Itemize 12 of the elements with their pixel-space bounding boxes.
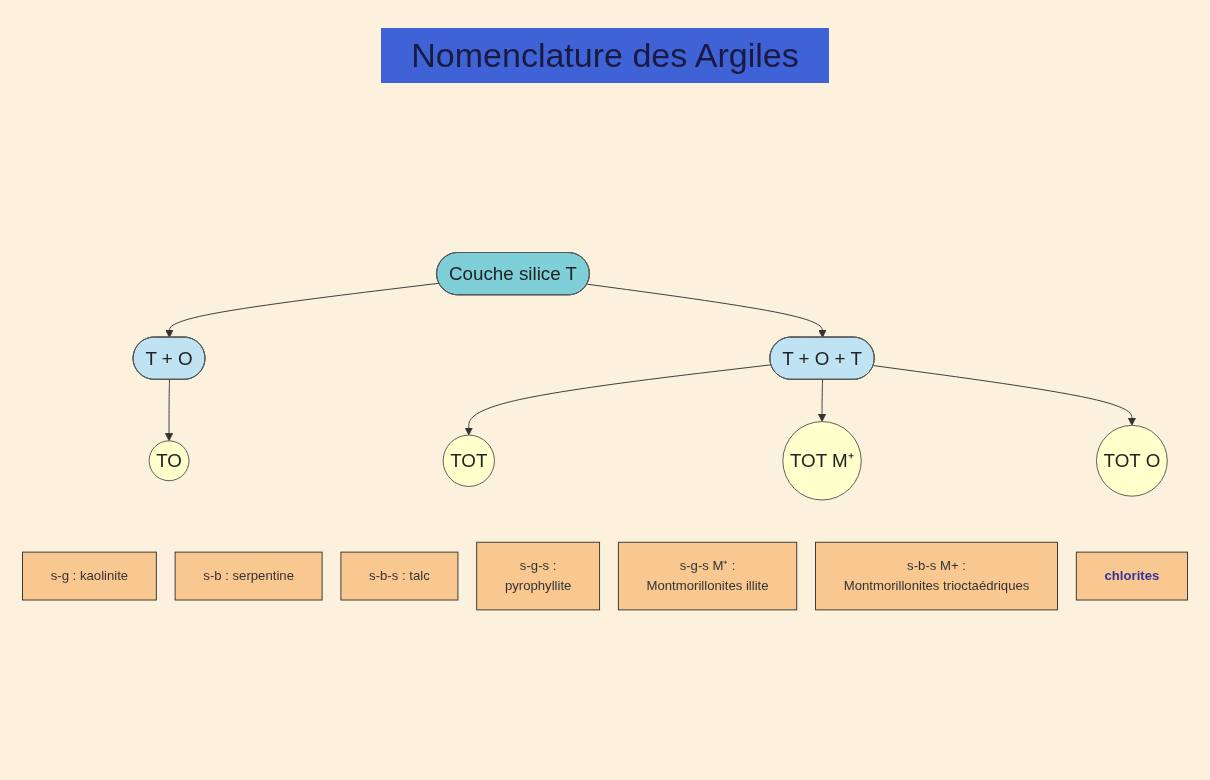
- title-banner: Nomenclature des Argiles: [381, 28, 829, 83]
- node-box: s-b-s M+ : Montmorillonites trioctaédriques: [815, 542, 1058, 611]
- node-box: s-g-s M⁺ : Montmorillonites illite: [617, 542, 798, 611]
- node-box: s-g-s : pyrophyllite: [476, 542, 601, 611]
- node-circle: TO: [148, 440, 190, 482]
- node-circle: TOT M⁺: [782, 421, 862, 501]
- node-circle: TOT: [442, 434, 495, 488]
- node-box: s-b-s : talc: [340, 551, 459, 601]
- node-box: s-g : kaolinite: [22, 551, 157, 601]
- node-box: chlorites: [1075, 551, 1188, 601]
- node-box: s-b : serpentine: [174, 551, 323, 601]
- node-circle: TOT O: [1096, 425, 1168, 497]
